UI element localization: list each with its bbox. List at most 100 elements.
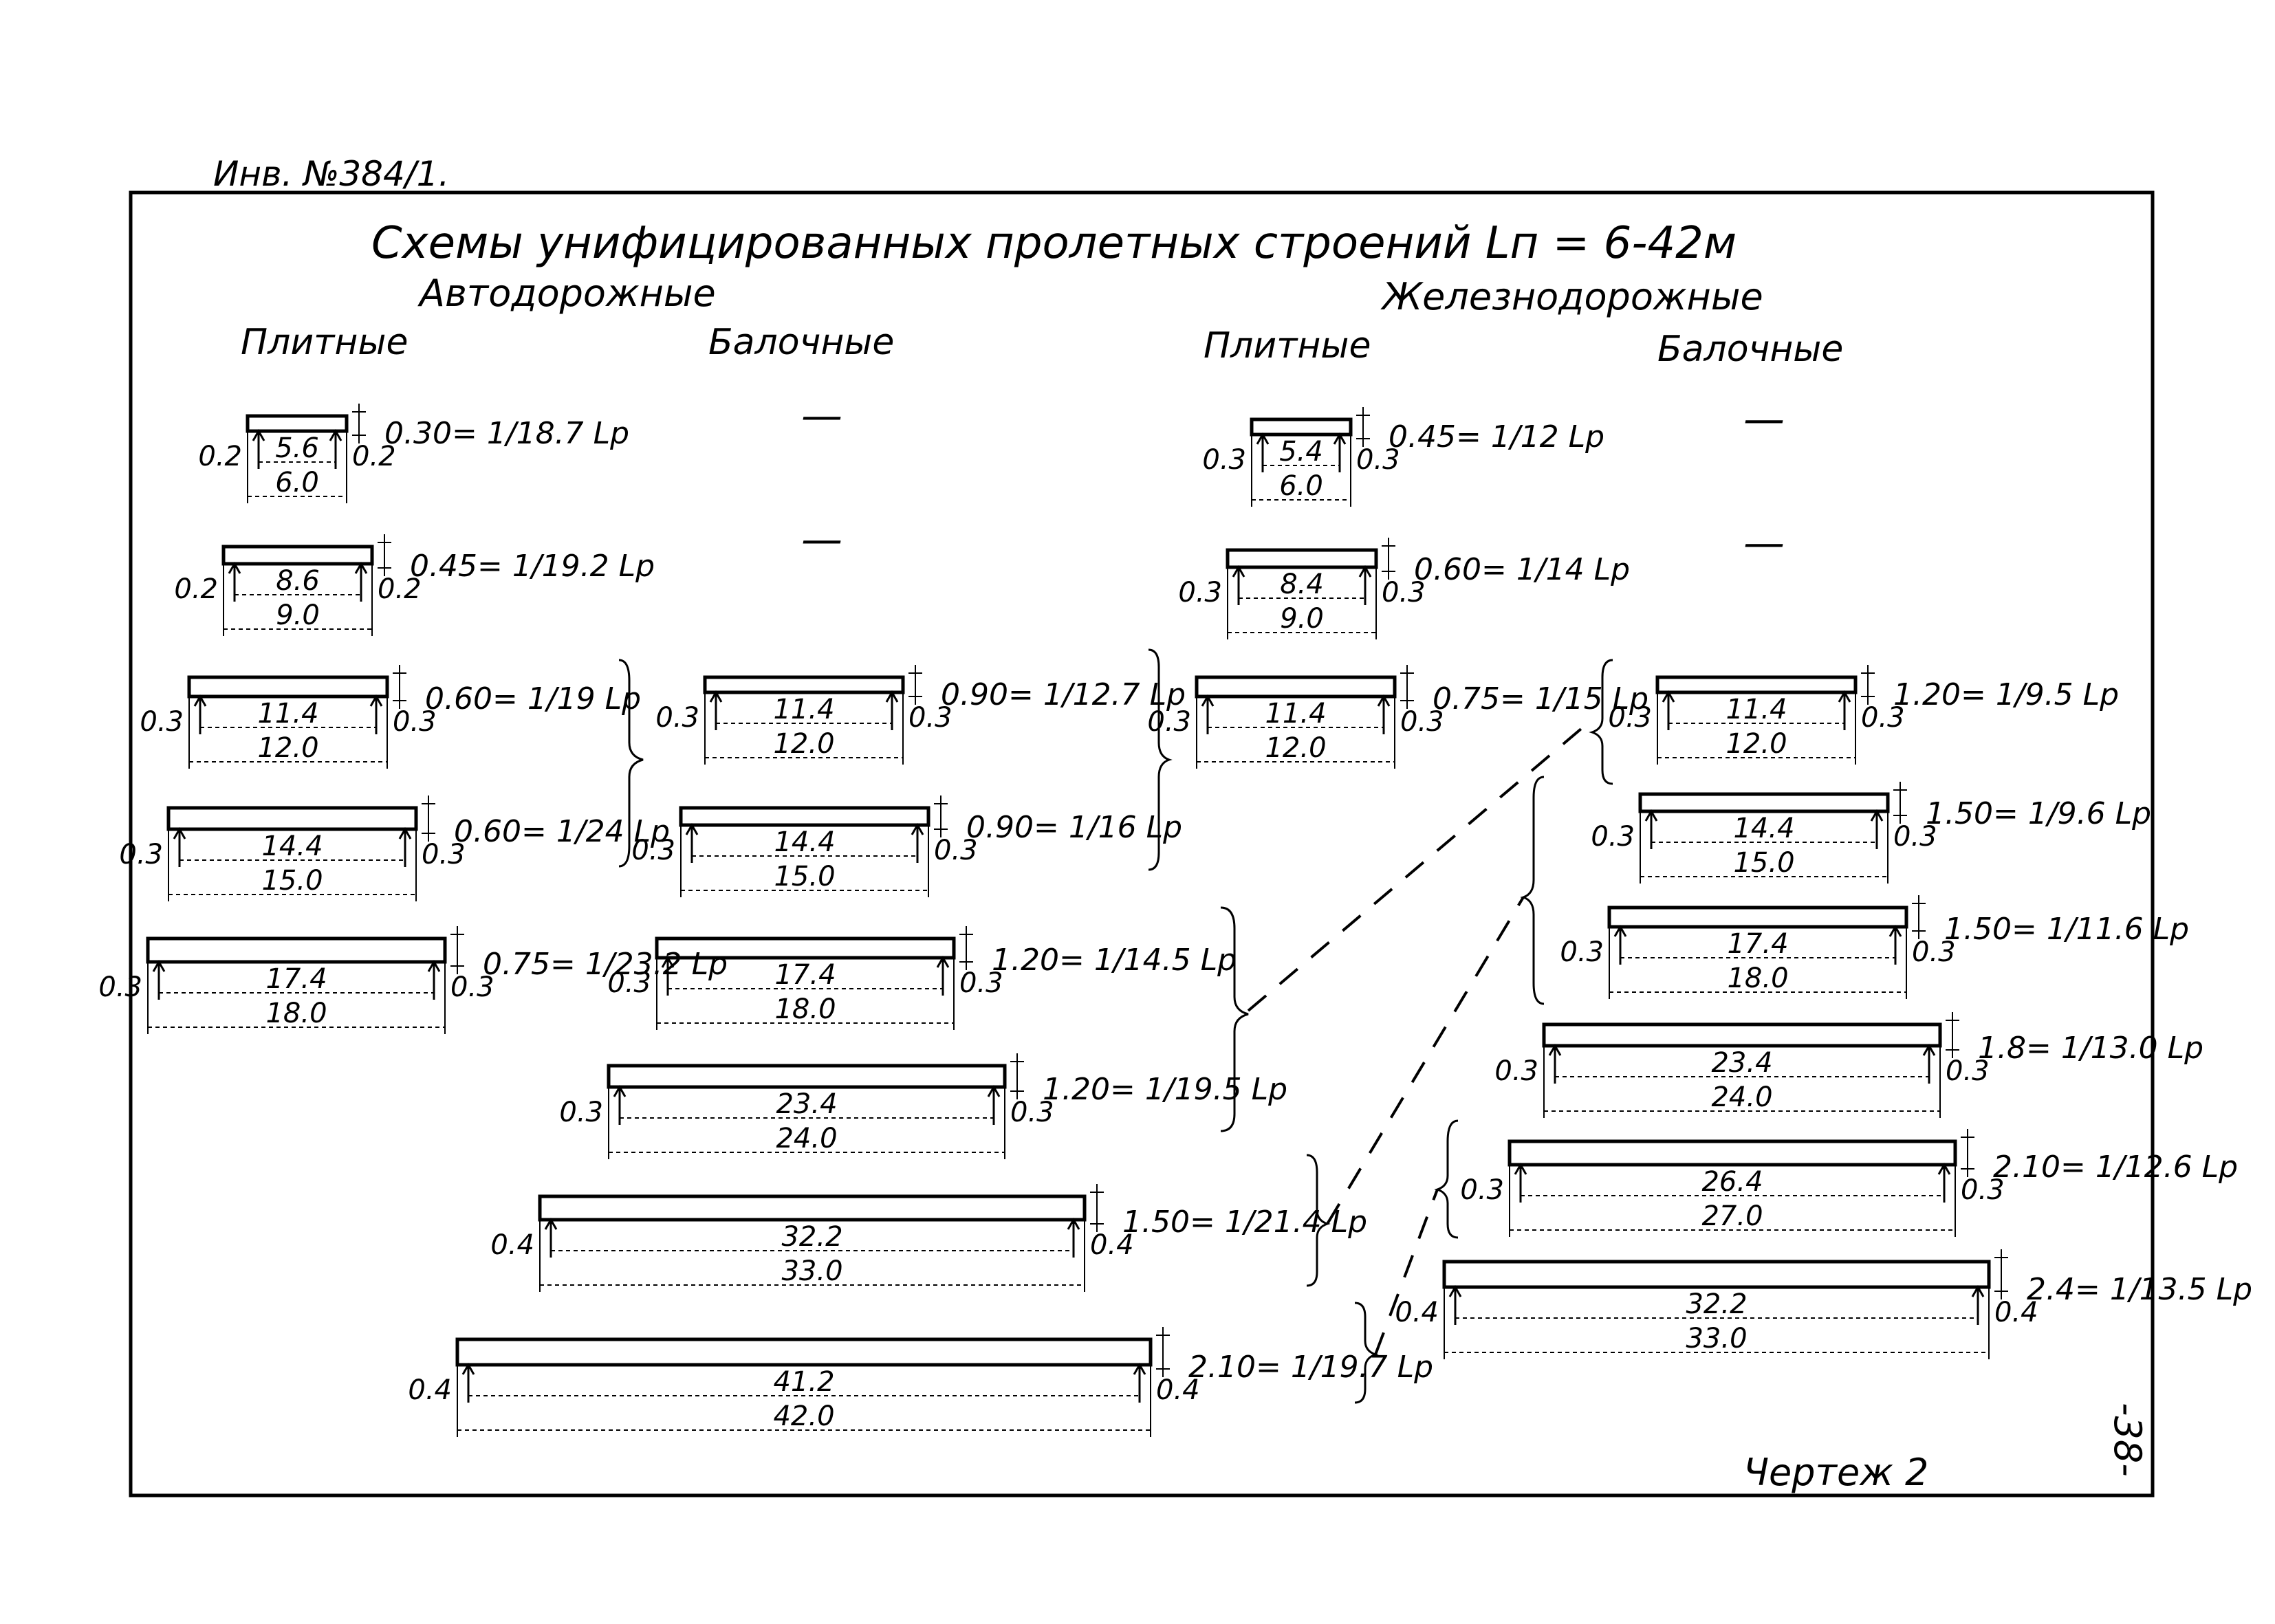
support-left-label: 0.3 (631, 835, 675, 866)
support-left-label: 0.3 (1608, 702, 1652, 734)
span-label: 12.0 (773, 728, 834, 760)
height-tick (450, 926, 464, 974)
support-right (1888, 924, 1902, 965)
section-road: Автодорожные (417, 272, 716, 315)
clear-span-label: 5.6 (275, 432, 319, 464)
support-left (1644, 809, 1658, 849)
height-tick (352, 404, 366, 443)
support-right (1067, 1217, 1080, 1258)
support-left-label: 0.2 (174, 573, 218, 605)
support-right-label: 0.3 (1010, 1097, 1054, 1128)
support-right-label: 0.3 (1861, 702, 1905, 734)
clear-span-label: 17.4 (265, 963, 327, 995)
height-ratio-label: 0.60= 1/19 Lp (425, 681, 641, 716)
slab-outline (166, 806, 418, 831)
support-right-label: 0.3 (959, 967, 1003, 999)
span-label: 12.0 (1726, 728, 1787, 760)
extension-lines (1543, 1046, 1941, 1118)
support-left (173, 826, 186, 867)
extension-lines (223, 564, 373, 636)
clear-span-label: 23.4 (1711, 1047, 1772, 1079)
height-ratio-label: 0.75= 1/15 Lp (1433, 681, 1648, 716)
extension-lines (247, 431, 347, 503)
support-right (936, 955, 950, 996)
support-left-label: 0.3 (140, 706, 184, 738)
height-tick (378, 534, 391, 576)
support-left (1613, 924, 1627, 965)
brace-rail-beam-a (1589, 659, 1613, 785)
slab-outline (1195, 675, 1397, 699)
clear-span-label: 14.4 (774, 826, 835, 858)
clear-span-label: 32.2 (1686, 1288, 1747, 1320)
extension-lines (168, 829, 417, 901)
height-ratio-label: 1.20= 1/14.5 Lp (992, 943, 1237, 978)
support-left-label: 0.3 (119, 839, 163, 870)
span-label: 18.0 (265, 998, 327, 1029)
height-ratio-label: 1.8= 1/13.0 Lp (1978, 1031, 2203, 1066)
road-beam-6-none: — (801, 392, 842, 440)
span-label: 18.0 (1727, 963, 1788, 994)
drawing-title: Схемы унифицированных пролетных строений… (371, 218, 1737, 269)
height-tick (1961, 1129, 1974, 1177)
height-tick (1090, 1184, 1104, 1232)
support-left (152, 959, 166, 1000)
clear-span-label: 17.4 (774, 959, 836, 991)
height-ratio-label: 1.50= 1/9.6 Lp (1926, 796, 2151, 831)
slab-outline (455, 1337, 1153, 1367)
brace-rail-beam-c (1434, 1119, 1459, 1239)
clear-span-label: 26.4 (1701, 1166, 1763, 1198)
support-right-label: 0.3 (1356, 444, 1400, 476)
slab-outline (1607, 906, 1908, 929)
height-tick (1356, 407, 1370, 447)
extension-lines (1196, 696, 1395, 769)
span-label: 24.0 (1711, 1082, 1772, 1113)
height-tick (1912, 895, 1926, 939)
support-left (1201, 694, 1215, 734)
slab-outline (1638, 792, 1890, 813)
height-ratio-label: 0.45= 1/12 Lp (1389, 419, 1604, 454)
span-label: 27.0 (1701, 1200, 1763, 1232)
height-ratio-label: 0.60= 1/14 Lp (1414, 552, 1630, 587)
brace-road-beam-a (1148, 648, 1173, 871)
support-right (1937, 1162, 1951, 1203)
support-right-label: 0.3 (1946, 1055, 1990, 1087)
support-right (1133, 1362, 1146, 1403)
support-left-label: 0.3 (1494, 1055, 1538, 1087)
drawing-label: Чертеж 2 (1743, 1451, 1928, 1494)
road-beam-9-none: — (801, 516, 842, 564)
span-label: 9.0 (1280, 603, 1324, 635)
slab-outline (1250, 417, 1353, 437)
clear-span-label: 11.4 (257, 698, 318, 729)
support-right (1922, 1043, 1936, 1084)
slab-outline (1442, 1260, 1991, 1289)
height-tick (1400, 665, 1414, 709)
support-right-label: 0.3 (934, 835, 978, 866)
support-left (461, 1362, 475, 1403)
support-right (1838, 690, 1851, 730)
extension-lines (1640, 811, 1888, 884)
support-left (685, 822, 699, 863)
support-right-label: 0.3 (1912, 936, 1956, 968)
brace-rail-beam-b (1520, 776, 1545, 1005)
column-rail-beam: Балочные (1657, 329, 1843, 370)
support-right-label: 0.4 (1090, 1229, 1134, 1261)
span-label: 15.0 (261, 865, 323, 897)
clear-span-label: 17.4 (1727, 928, 1788, 960)
support-right-label: 0.2 (352, 441, 396, 472)
column-road-beam: Балочные (708, 322, 894, 363)
slab-outline (607, 1064, 1007, 1089)
span-label: 33.0 (1686, 1323, 1747, 1354)
height-ratio-label: 1.50= 1/11.6 Lp (1944, 912, 2189, 947)
slab-outline (703, 675, 905, 694)
span-label: 6.0 (1279, 470, 1323, 502)
height-tick (934, 795, 948, 837)
